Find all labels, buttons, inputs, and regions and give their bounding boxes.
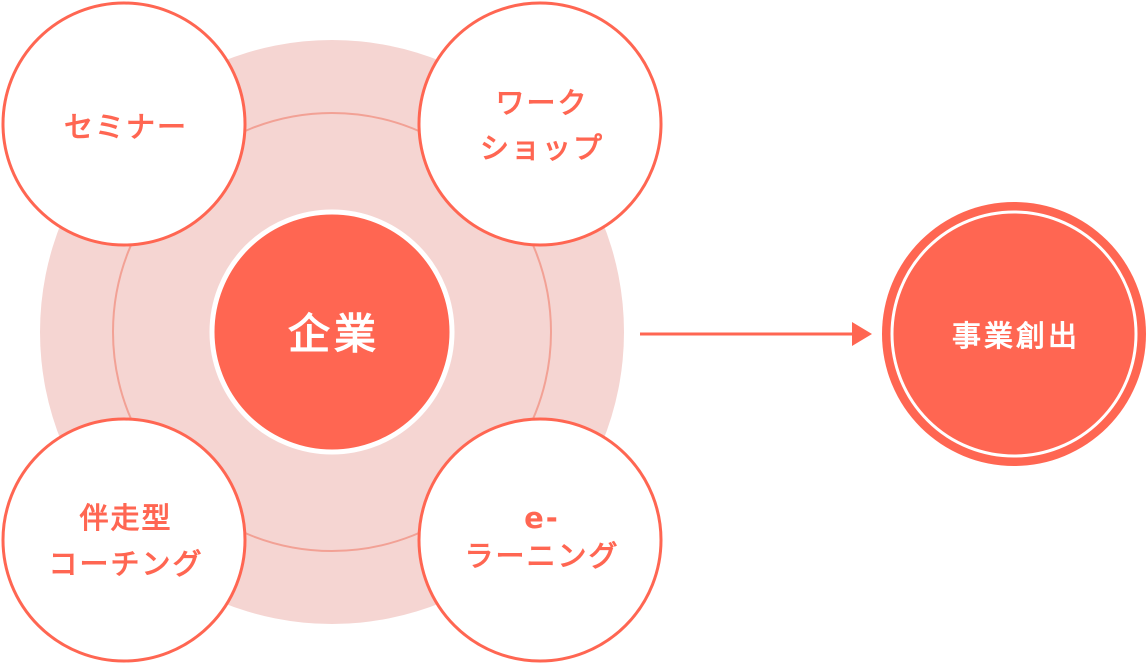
goal-node: 事業創出 [882,202,1146,466]
goal-label: 事業創出 [952,319,1080,353]
satellite-workshop: ワーク ショップ [417,1,663,247]
satellite-workshop-label-line-1: ワーク [495,86,588,120]
satellite-seminar: セミナー [1,1,247,247]
center-label: 企業 [288,310,380,359]
satellite-coaching-label-line-2: コーチング [48,547,203,581]
satellite-elearning-circle [417,417,663,663]
center-node: 企業 [209,209,455,455]
satellite-elearning-label-line-2: ラーニング [464,539,619,573]
satellite-workshop-circle [417,1,663,247]
satellite-elearning: e- ラーニング [417,417,663,663]
goal-outer-circle [882,202,1146,466]
arrow-head [852,322,872,346]
satellite-elearning-label-line-1: e- [524,501,560,535]
orbit-ring [112,112,552,552]
center-circle [209,209,455,455]
satellite-workshop-label-line-2: ショップ [480,131,604,165]
satellite-seminar-label: セミナー [64,110,188,144]
satellite-seminar-circle [1,1,247,247]
satellite-coaching: 伴走型 コーチング [1,417,247,663]
goal-inner-ring [890,210,1138,458]
arrow-right-icon [640,322,872,346]
satellite-coaching-label-line-1: 伴走型 [78,501,172,535]
satellite-coaching-circle [1,417,247,663]
